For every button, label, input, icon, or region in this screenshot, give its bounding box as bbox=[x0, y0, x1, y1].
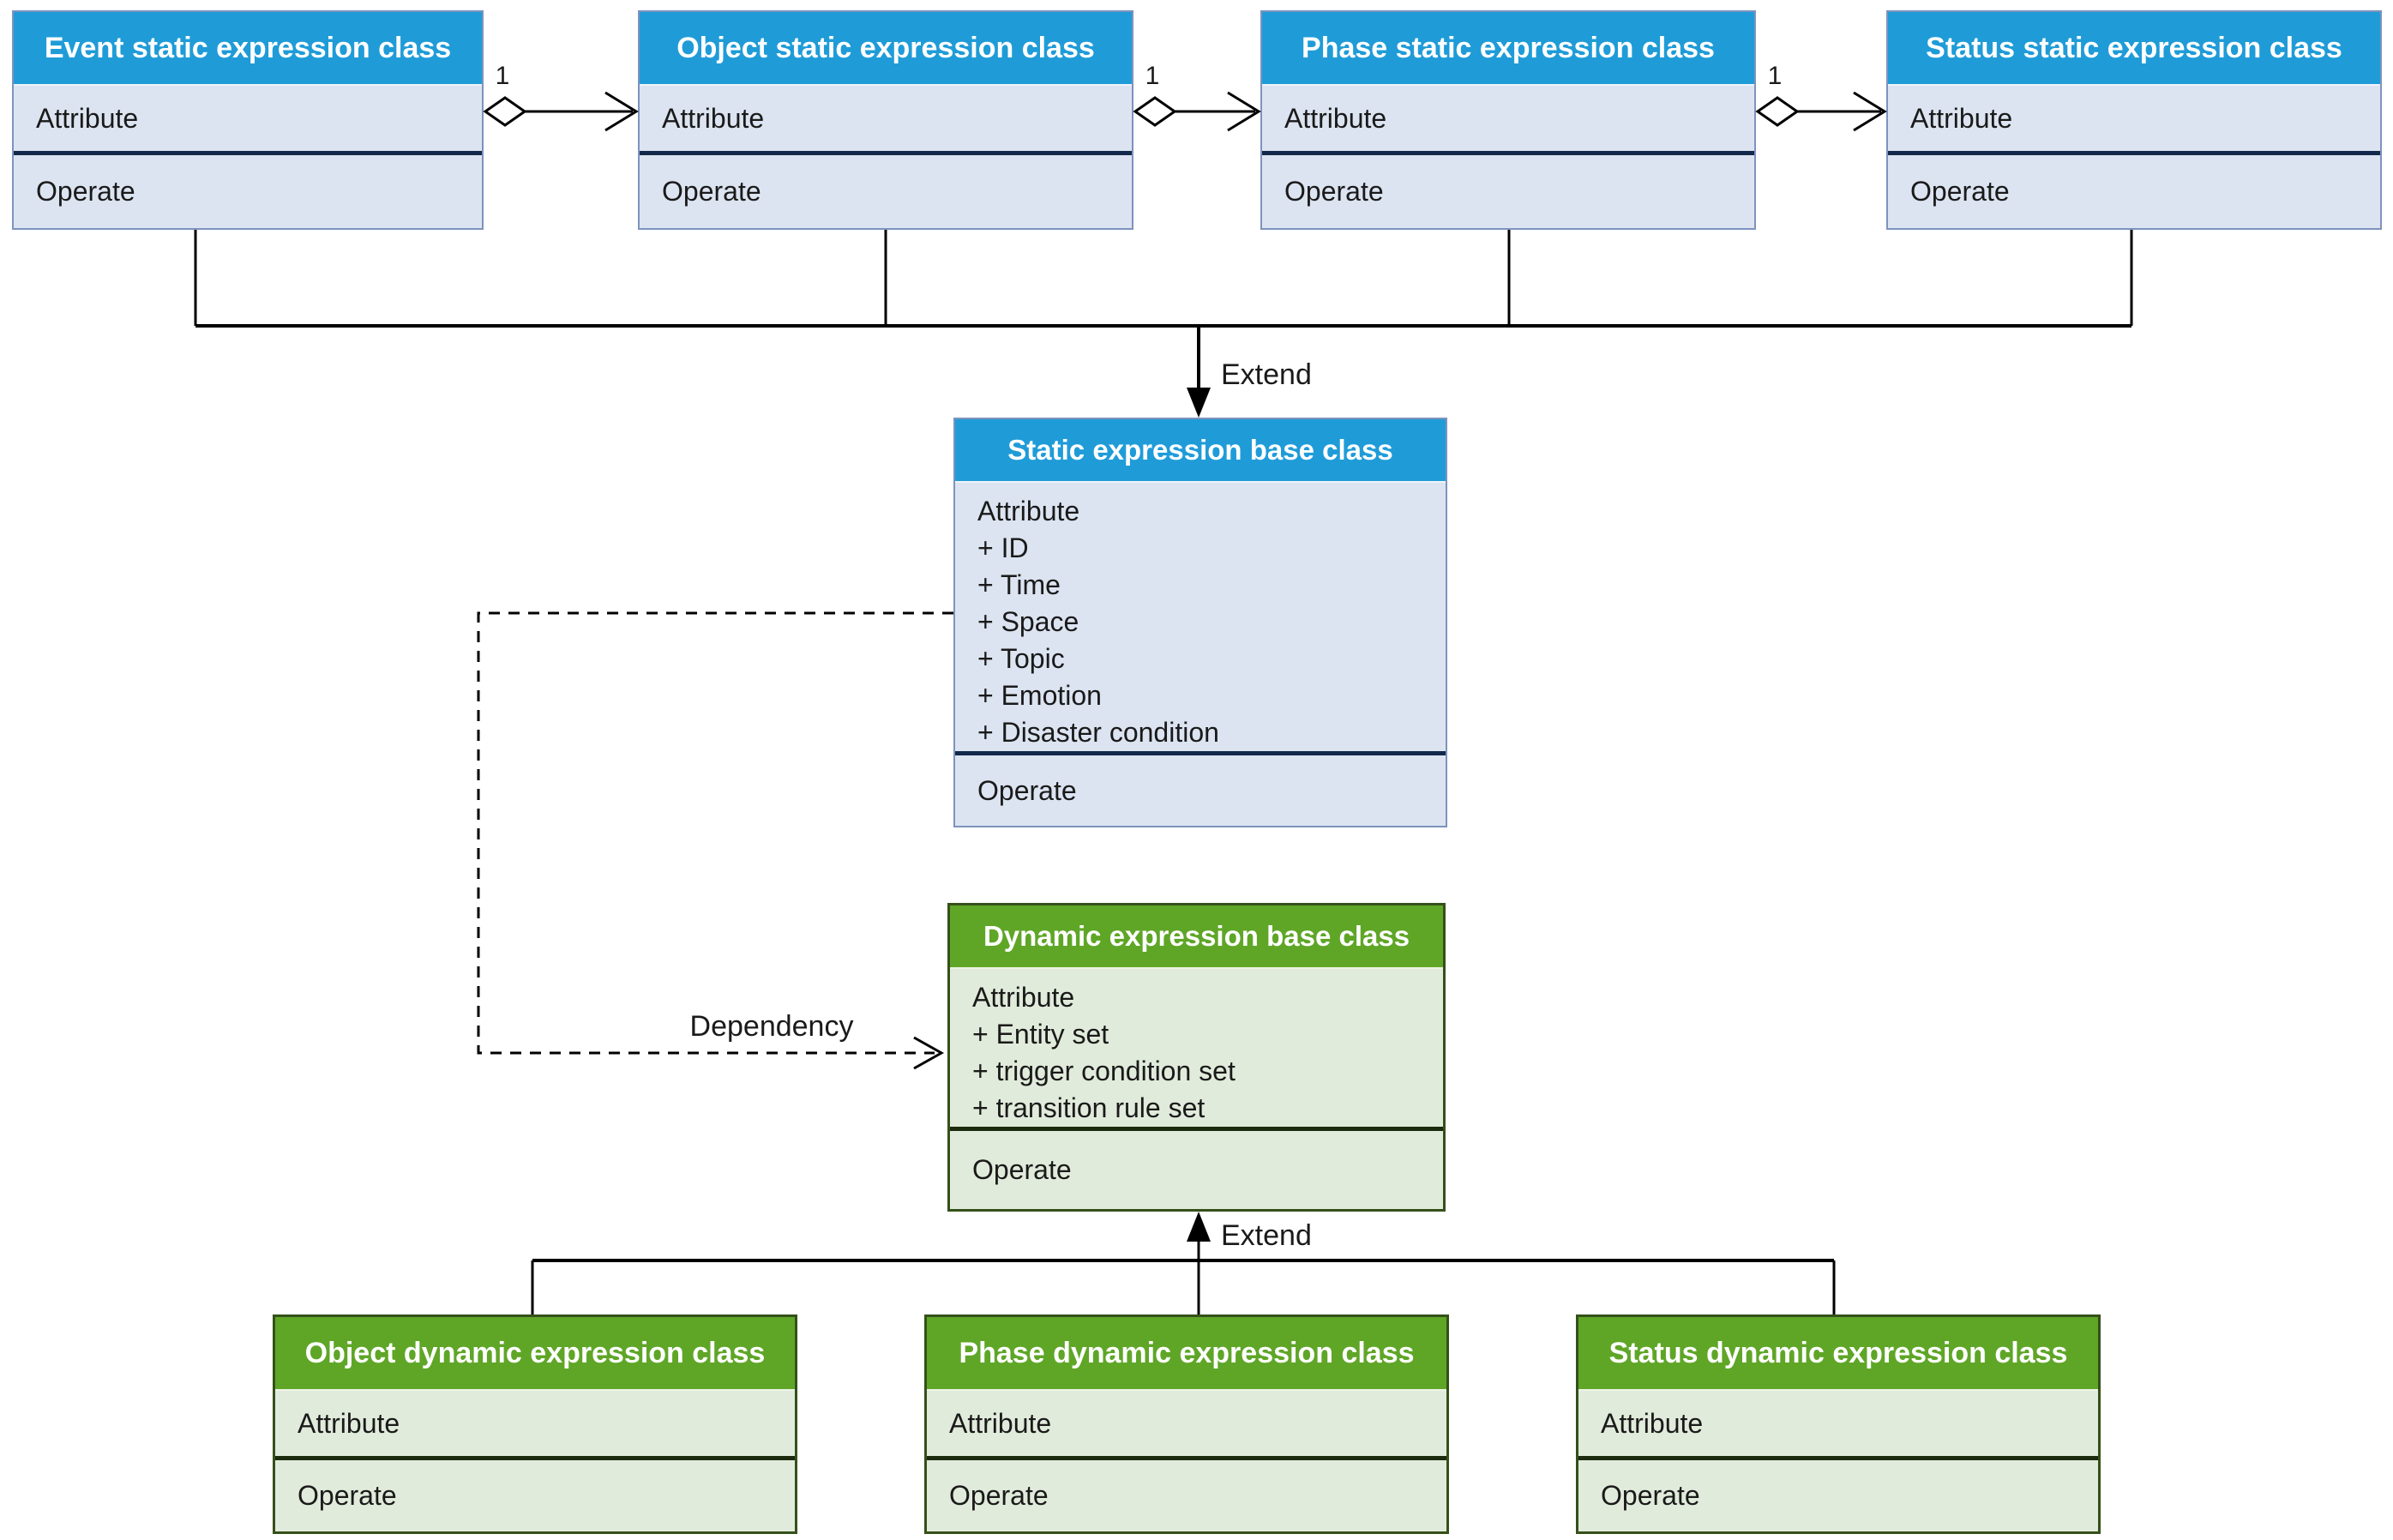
class-object-dynamic: Object dynamic expression class Attribut… bbox=[273, 1314, 797, 1534]
dependency-line bbox=[477, 611, 953, 1055]
multiplicity-label: 1 bbox=[495, 62, 510, 90]
attribute-item: + Time bbox=[977, 569, 1061, 600]
attribute-row: Attribute bbox=[14, 86, 482, 151]
class-phase-static: Phase static expression class Attribute … bbox=[1260, 10, 1756, 230]
operate-label: Operate bbox=[662, 176, 761, 207]
operate-row: Operate bbox=[955, 751, 1446, 826]
operate-row: Operate bbox=[1262, 151, 1754, 228]
attribute-item: + Disaster condition bbox=[977, 717, 1219, 748]
attribute-row: Attribute bbox=[1578, 1391, 2098, 1456]
class-title: Phase static expression class bbox=[1262, 12, 1754, 86]
extend-label-top: Extend bbox=[1221, 358, 1312, 391]
attribute-item: + transition rule set bbox=[972, 1092, 1206, 1123]
filled-arrowhead-icon bbox=[1187, 388, 1211, 418]
attribute-label: Attribute bbox=[972, 982, 1075, 1013]
attribute-label: Attribute bbox=[1284, 102, 1387, 134]
open-arrowhead-icon bbox=[913, 1036, 945, 1070]
attribute-section: Attribute + ID + Time + Space + Topic + … bbox=[955, 483, 1446, 751]
operate-label: Operate bbox=[1601, 1480, 1700, 1511]
class-dynamic-base: Dynamic expression base class Attribute … bbox=[947, 903, 1446, 1212]
attribute-row: Attribute bbox=[275, 1391, 795, 1456]
class-title: Object static expression class bbox=[640, 12, 1132, 86]
attribute-label: Attribute bbox=[36, 102, 139, 134]
operate-row: Operate bbox=[640, 151, 1132, 228]
multiplicity-label: 1 bbox=[1767, 62, 1783, 90]
multiplicity-label: 1 bbox=[1145, 62, 1160, 90]
class-title: Dynamic expression base class bbox=[950, 905, 1443, 969]
aggregation-diamond bbox=[483, 96, 527, 127]
operate-row: Operate bbox=[275, 1456, 795, 1531]
open-arrowhead-icon bbox=[604, 91, 639, 132]
class-title: Status dynamic expression class bbox=[1578, 1317, 2098, 1391]
attribute-section: Attribute + Entity set + trigger conditi… bbox=[950, 969, 1443, 1127]
attribute-label: Attribute bbox=[662, 102, 765, 134]
attribute-label: Attribute bbox=[949, 1407, 1052, 1439]
open-arrowhead-icon bbox=[1853, 91, 1887, 132]
class-title: Static expression base class bbox=[955, 419, 1446, 483]
attribute-item: + Entity set bbox=[972, 1019, 1109, 1050]
operate-row: Operate bbox=[950, 1127, 1443, 1209]
extend-label-bottom: Extend bbox=[1221, 1219, 1312, 1252]
attribute-row: Attribute bbox=[927, 1391, 1446, 1456]
attribute-item: + Emotion bbox=[977, 680, 1102, 711]
attribute-item: + trigger condition set bbox=[972, 1056, 1236, 1086]
operate-label: Operate bbox=[949, 1480, 1049, 1511]
attribute-label: Attribute bbox=[298, 1407, 400, 1439]
operate-label: Operate bbox=[1284, 176, 1384, 207]
aggregation-diamond bbox=[1133, 96, 1177, 127]
class-object-static: Object static expression class Attribute… bbox=[638, 10, 1133, 230]
class-status-static: Status static expression class Attribute… bbox=[1886, 10, 2382, 230]
class-title: Event static expression class bbox=[14, 12, 482, 86]
class-title: Object dynamic expression class bbox=[275, 1317, 795, 1391]
attribute-item: + Space bbox=[977, 606, 1079, 637]
operate-label: Operate bbox=[977, 774, 1077, 806]
class-static-base: Static expression base class Attribute +… bbox=[953, 418, 1447, 827]
class-title: Phase dynamic expression class bbox=[927, 1317, 1446, 1391]
class-event-static: Event static expression class Attribute … bbox=[12, 10, 484, 230]
operate-row: Operate bbox=[14, 151, 482, 228]
operate-label: Operate bbox=[36, 176, 135, 207]
attribute-row: Attribute bbox=[1888, 86, 2380, 151]
attribute-label: Attribute bbox=[977, 496, 1080, 526]
attribute-label: Attribute bbox=[1910, 102, 2013, 134]
attribute-item: + Topic bbox=[977, 643, 1065, 674]
operate-label: Operate bbox=[972, 1154, 1072, 1185]
operate-label: Operate bbox=[298, 1480, 397, 1511]
dependency-label: Dependency bbox=[689, 1010, 854, 1043]
class-status-dynamic: Status dynamic expression class Attribut… bbox=[1576, 1314, 2101, 1534]
operate-row: Operate bbox=[1578, 1456, 2098, 1531]
attribute-item: + ID bbox=[977, 532, 1029, 563]
class-title: Status static expression class bbox=[1888, 12, 2380, 86]
aggregation-diamond bbox=[1755, 96, 1800, 127]
operate-row: Operate bbox=[927, 1456, 1446, 1531]
operate-label: Operate bbox=[1910, 176, 2010, 207]
attribute-label: Attribute bbox=[1601, 1407, 1704, 1439]
attribute-row: Attribute bbox=[640, 86, 1132, 151]
open-arrowhead-icon bbox=[1227, 91, 1261, 132]
attribute-row: Attribute bbox=[1262, 86, 1754, 151]
class-phase-dynamic: Phase dynamic expression class Attribute… bbox=[924, 1314, 1449, 1534]
operate-row: Operate bbox=[1888, 151, 2380, 228]
filled-arrowhead-icon bbox=[1187, 1212, 1211, 1242]
